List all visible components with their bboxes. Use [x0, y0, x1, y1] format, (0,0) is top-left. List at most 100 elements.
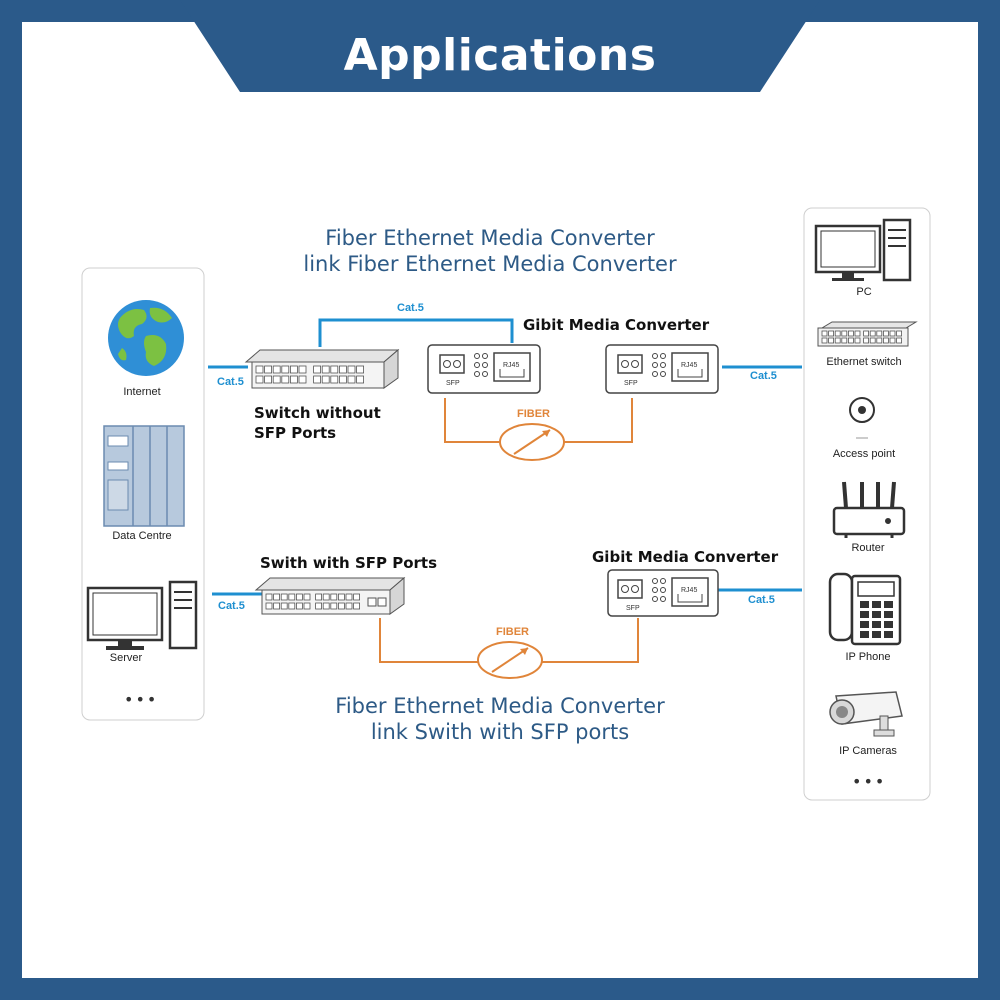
- access-point-icon: [849, 397, 875, 439]
- access-point-label: Access point: [832, 448, 896, 460]
- switch-port: [345, 593, 353, 601]
- switch-port: [834, 330, 841, 337]
- switch-port: [896, 337, 902, 344]
- cat5-label-right-top: Cat.5: [750, 370, 777, 382]
- sfp-port-label-1: SFP: [446, 380, 460, 387]
- phone-key: [884, 621, 893, 628]
- desktop-computer-icon: [86, 580, 198, 650]
- ip-cameras-label: IP Cameras: [839, 745, 897, 757]
- ethernet-switch-icon: [817, 321, 918, 347]
- header-banner: [180, 0, 820, 92]
- switch-port: [313, 365, 322, 374]
- rj45-port-label-2: RJ45: [681, 362, 698, 369]
- ip-phone-label: IP Phone: [845, 651, 891, 663]
- switch-port: [828, 330, 834, 337]
- switch-port: [876, 337, 883, 344]
- internet-label: Internet: [123, 386, 161, 398]
- switch-port: [821, 337, 828, 344]
- switch-port: [828, 337, 834, 344]
- switch-port: [353, 602, 361, 610]
- phone-key: [872, 631, 881, 638]
- switch-port: [337, 593, 345, 601]
- switch-port: [330, 375, 339, 384]
- switch-port: [295, 602, 303, 610]
- switch-port: [280, 593, 288, 601]
- switch-port: [303, 602, 311, 610]
- switch-port: [841, 330, 848, 337]
- switch-port: [821, 330, 828, 337]
- switch-port: [883, 330, 889, 337]
- phone-key: [860, 601, 869, 608]
- phone-key: [860, 631, 869, 638]
- cat5-label-left-bottom: Cat.5: [218, 600, 245, 612]
- globe-icon: [108, 300, 184, 376]
- fiber-label-bottom: FIBER: [496, 626, 529, 638]
- switch-with-sfp-label: Swith with SFP Ports: [260, 554, 438, 572]
- switch-port: [288, 602, 296, 610]
- phone-key: [872, 611, 881, 618]
- switch-port: [303, 593, 311, 601]
- switch-without-sfp-label-line1: Switch without: [254, 404, 381, 422]
- switch-port: [273, 602, 281, 610]
- switch-port: [272, 375, 281, 384]
- cat5-label-left-top: Cat.5: [217, 376, 244, 388]
- switch-port: [883, 337, 889, 344]
- sfp-port-label-3: SFP: [626, 605, 640, 612]
- switch-port: [876, 330, 883, 337]
- switch-port: [322, 602, 330, 610]
- switch-port: [289, 375, 298, 384]
- switch-port: [264, 365, 273, 374]
- switch-port: [863, 330, 869, 337]
- cat5-label-right-bottom: Cat.5: [748, 594, 775, 606]
- router-label: Router: [851, 542, 885, 554]
- switch-port: [330, 602, 338, 610]
- switch-port: [273, 593, 281, 601]
- switch-port: [289, 365, 298, 374]
- switch-with-sfp: [254, 576, 406, 615]
- switch-port: [896, 330, 902, 337]
- fiber-arrow-top: [542, 430, 550, 437]
- page-title: Applications: [343, 30, 657, 81]
- switch-port: [265, 593, 273, 601]
- switch-port: [869, 330, 876, 337]
- switch-without-sfp: [244, 348, 400, 389]
- switch-port: [288, 593, 296, 601]
- bottom-caption-line2: link Swith with SFP ports: [370, 720, 630, 744]
- switch-port: [848, 337, 854, 344]
- switch-port: [356, 365, 365, 374]
- switch-port: [889, 330, 896, 337]
- fiber-arrow-bottom: [520, 648, 528, 655]
- phone-key: [884, 631, 893, 638]
- switch-port: [347, 375, 356, 384]
- server-label: Server: [109, 652, 143, 664]
- switch-port: [255, 375, 264, 384]
- bottom-caption-line1: Fiber Ethernet Media Converter: [335, 694, 665, 718]
- sfp-port-label-2: SFP: [624, 380, 638, 387]
- switch-port: [322, 593, 330, 601]
- ip-camera-icon: [829, 691, 903, 737]
- phone-key: [872, 601, 881, 608]
- switch-port: [338, 375, 347, 384]
- switch-port: [298, 375, 307, 384]
- switch-port: [834, 337, 841, 344]
- rj45-port-label-1: RJ45: [503, 362, 520, 369]
- switch-port: [854, 330, 861, 337]
- rj45-port-label-3: RJ45: [681, 587, 698, 594]
- gibit-converter-label-top: Gibit Media Converter: [523, 316, 710, 334]
- server-rack-icon: [103, 425, 185, 527]
- top-caption-line2: link Fiber Ethernet Media Converter: [303, 252, 677, 276]
- phone-key: [872, 621, 881, 628]
- switch-port: [298, 365, 307, 374]
- phone-key: [860, 611, 869, 618]
- switch-port: [841, 337, 848, 344]
- switch-port: [863, 337, 869, 344]
- switch-port: [869, 337, 876, 344]
- cat5-cables: [208, 318, 802, 596]
- switch-port: [337, 602, 345, 610]
- gibit-converter-label-bottom: Gibit Media Converter: [592, 548, 779, 566]
- right-device-panel: [803, 207, 931, 801]
- phone-key: [884, 611, 893, 618]
- switch-port: [353, 593, 361, 601]
- switch-port: [854, 337, 861, 344]
